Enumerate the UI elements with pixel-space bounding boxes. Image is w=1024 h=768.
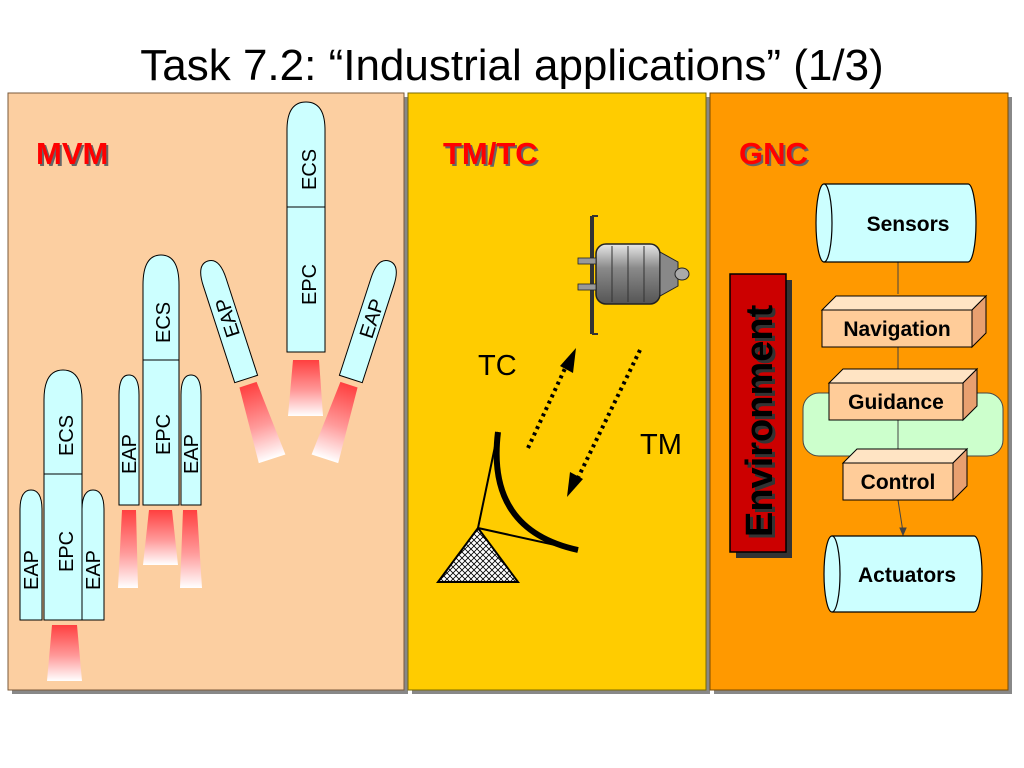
eap-label: EAP	[21, 550, 43, 590]
flame	[143, 510, 178, 565]
control-box: Control	[841, 447, 969, 502]
gnc-heading-shadow: GNC	[741, 138, 810, 173]
actuators-label: Actuators	[858, 564, 956, 587]
environment-label: Environment	[739, 304, 781, 537]
sensors-cylinder: Sensors	[815, 183, 977, 263]
mvm-heading-shadow: MVM	[38, 138, 110, 173]
eap-booster	[180, 374, 202, 506]
epc-body	[286, 101, 326, 353]
rocket-2	[118, 254, 202, 588]
epc-label: EPC	[299, 264, 321, 305]
ecs-label: ECS	[153, 302, 175, 343]
environment-box: Environment Environment	[729, 273, 792, 558]
slide-title: Task 7.2: “Industrial applications” (1/3…	[140, 41, 884, 90]
satellite-icon	[577, 215, 690, 335]
eap-label: EAP	[83, 550, 105, 590]
flame	[47, 625, 82, 681]
rocket-1	[19, 369, 105, 681]
tm-label: TM	[640, 429, 682, 461]
ecs-label: ECS	[299, 149, 321, 190]
panel-tmtc	[407, 92, 710, 694]
guidance-label: Guidance	[848, 391, 944, 414]
mvm-heading: MVM	[36, 136, 108, 171]
flame	[311, 381, 358, 464]
ground-antenna-icon	[436, 431, 579, 583]
control-label: Control	[861, 471, 936, 494]
epc-label: EPC	[56, 531, 78, 572]
epc-label: EPC	[153, 414, 175, 455]
epc-body	[142, 254, 180, 506]
environment-label-shadow: Environment	[742, 307, 784, 540]
tc-uplink-arrow	[526, 348, 576, 449]
tc-label: TC	[478, 350, 517, 382]
eap-label: EAP	[181, 434, 203, 474]
eap-booster	[81, 489, 105, 621]
flame	[180, 510, 202, 588]
actuators-cylinder: Actuators	[823, 535, 983, 613]
navigation-label: Navigation	[843, 318, 950, 341]
eap-booster	[118, 374, 140, 506]
navigation-box: Navigation	[820, 294, 988, 349]
flame	[239, 381, 286, 464]
tmtc-heading-shadow: TM/TC	[445, 138, 540, 173]
tmtc-heading: TM/TC	[443, 136, 538, 171]
sensors-label: Sensors	[867, 213, 950, 236]
gnc-heading: GNC	[739, 136, 808, 171]
eap-booster	[19, 489, 43, 621]
eap-label: EAP	[119, 434, 141, 474]
rocket-3	[286, 101, 326, 416]
tm-downlink-arrow	[567, 349, 642, 497]
guidance-box: Guidance	[827, 367, 979, 422]
ecs-label: ECS	[56, 415, 78, 456]
flame	[118, 510, 138, 588]
flame	[288, 360, 323, 416]
epc-body	[43, 369, 83, 621]
